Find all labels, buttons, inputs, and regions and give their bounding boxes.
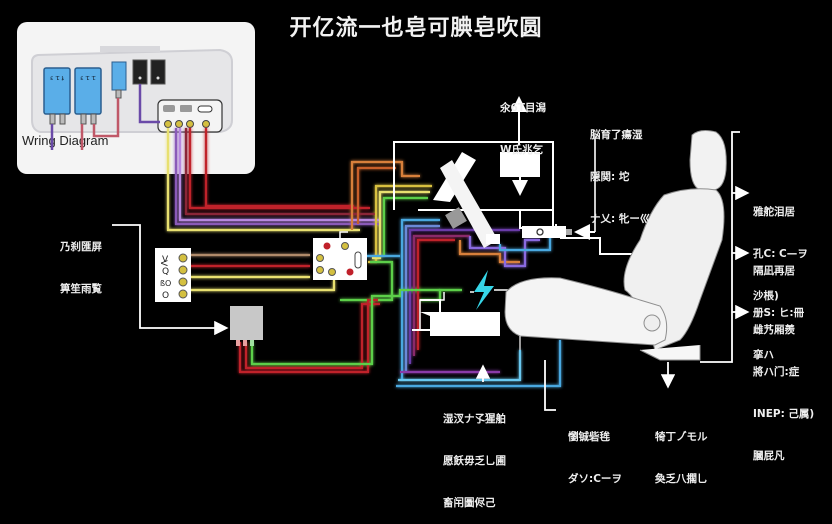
annotation-line: 氽6T目潟 [500,102,546,114]
seat-base-plate [420,312,500,336]
annotation-line: 隠関: 坨 [590,171,630,183]
svg-text:O: O [162,291,169,301]
left-connector-glyphs: V Q ßO O [160,255,171,301]
wiring-diagram: ɛ ፒ ኔ ɛ ፒ ፒ [31,46,750,411]
control-unit [500,152,540,177]
annotation-line: 畜闬圖侭己 [443,497,496,509]
annotation-line: ナ乂: 牝ー巛 [590,213,651,225]
inset-label: Wring Diagram [22,133,109,148]
left-annotation-arrow [112,224,229,336]
annotation-top-right: 脳育了瘍湿 隠関: 坨 ナ乂: 牝ー巛 [590,100,650,240]
annotation-line: 沙棖) [753,290,779,302]
svg-text:Q: Q [162,267,169,277]
sensor-module [522,226,572,238]
annotation-line: 犄丁ノ゙モル [655,431,708,443]
annotation-bottom-1: 湿汊ナ孓猩舶 愿飫毋乏乚圃 畜闬圖侭己 [443,384,506,524]
svg-text:V: V [158,260,168,267]
annotation-line: 隔凪再居 [753,265,795,277]
right-bracket [700,131,750,363]
switch-modules [132,59,166,85]
annotation-line: 雅舵泪居 [753,206,795,218]
left-connector: V [155,248,191,302]
annotation-line: ダソ:Cーヲ [568,473,622,485]
annotation-line: W氐兆乞 [500,144,544,156]
annotation-line: 奐乏八擱乚 [655,473,708,485]
lightning-bolt-icon [474,270,494,310]
svg-text:ɛ ፒ ፒ: ɛ ፒ ፒ [80,75,96,82]
annotation-line: 乃刹匯屏 [60,241,102,253]
car-seat [504,130,727,361]
annotation-bottom-2: 懰铖砦毪 ダソ:Cーヲ [568,402,622,500]
svg-text:ßO: ßO [160,279,171,288]
relay-1: ɛ ፒ ኔ [43,67,71,125]
svg-text:V: V [162,255,169,265]
annotation-line: 湿汊ナ孓猩舶 [443,413,506,425]
wire-harness [166,128,562,388]
annotation-line: 挛ハ [753,349,774,361]
port-block [157,99,223,133]
annotation-right-3: 雌艿厢羨 將ハ门:症 INEP: 己属) 膕屁凡 [753,295,814,477]
fuse-module [111,61,127,99]
annotation-line: 脳育了瘍湿 [590,129,643,141]
relay-2: ɛ ፒ ፒ [74,67,102,125]
annotation-line: 册S: ヒ:冊 [753,307,805,319]
annotation-line: 箅笙雨覧 [60,283,102,295]
annotation-left: 乃刹匯屏 箅笙雨覧 [60,212,102,310]
svg-text:ɛ ፒ ኔ: ɛ ፒ ኔ [50,75,64,82]
gray-module [230,306,263,346]
annotation-top-center: 氽6T目潟 W氐兆乞 [500,73,546,171]
annotation-line: 懰铖砦毪 [568,431,610,443]
annotation-right-2: 隔凪再居 册S: ヒ:冊 挛ハ [753,236,804,376]
annotation-line: 孔C: C—ヲ [753,248,808,260]
annotation-line: 將ハ门:症 [753,366,800,378]
annotation-right-1: 雅舵泪居 孔C: C—ヲ 沙棖) [753,177,808,317]
annotation-line: 雌艿厢羨 [753,324,795,336]
annotation-line: INEP: 己属) [753,408,815,420]
bottom-bracket-line [544,360,556,411]
annotation-line: 愿飫毋乏乚圃 [443,455,506,467]
annotation-line: 膕屁凡 [753,450,785,462]
diagram-title: 开亿流一也皂可腆皂吹圆 [289,16,543,41]
junction-block [313,231,367,280]
annotation-bottom-3: 犄丁ノ゙モル 奐乏八擱乚 [655,402,708,500]
seat-rail-bracket [433,152,500,248]
